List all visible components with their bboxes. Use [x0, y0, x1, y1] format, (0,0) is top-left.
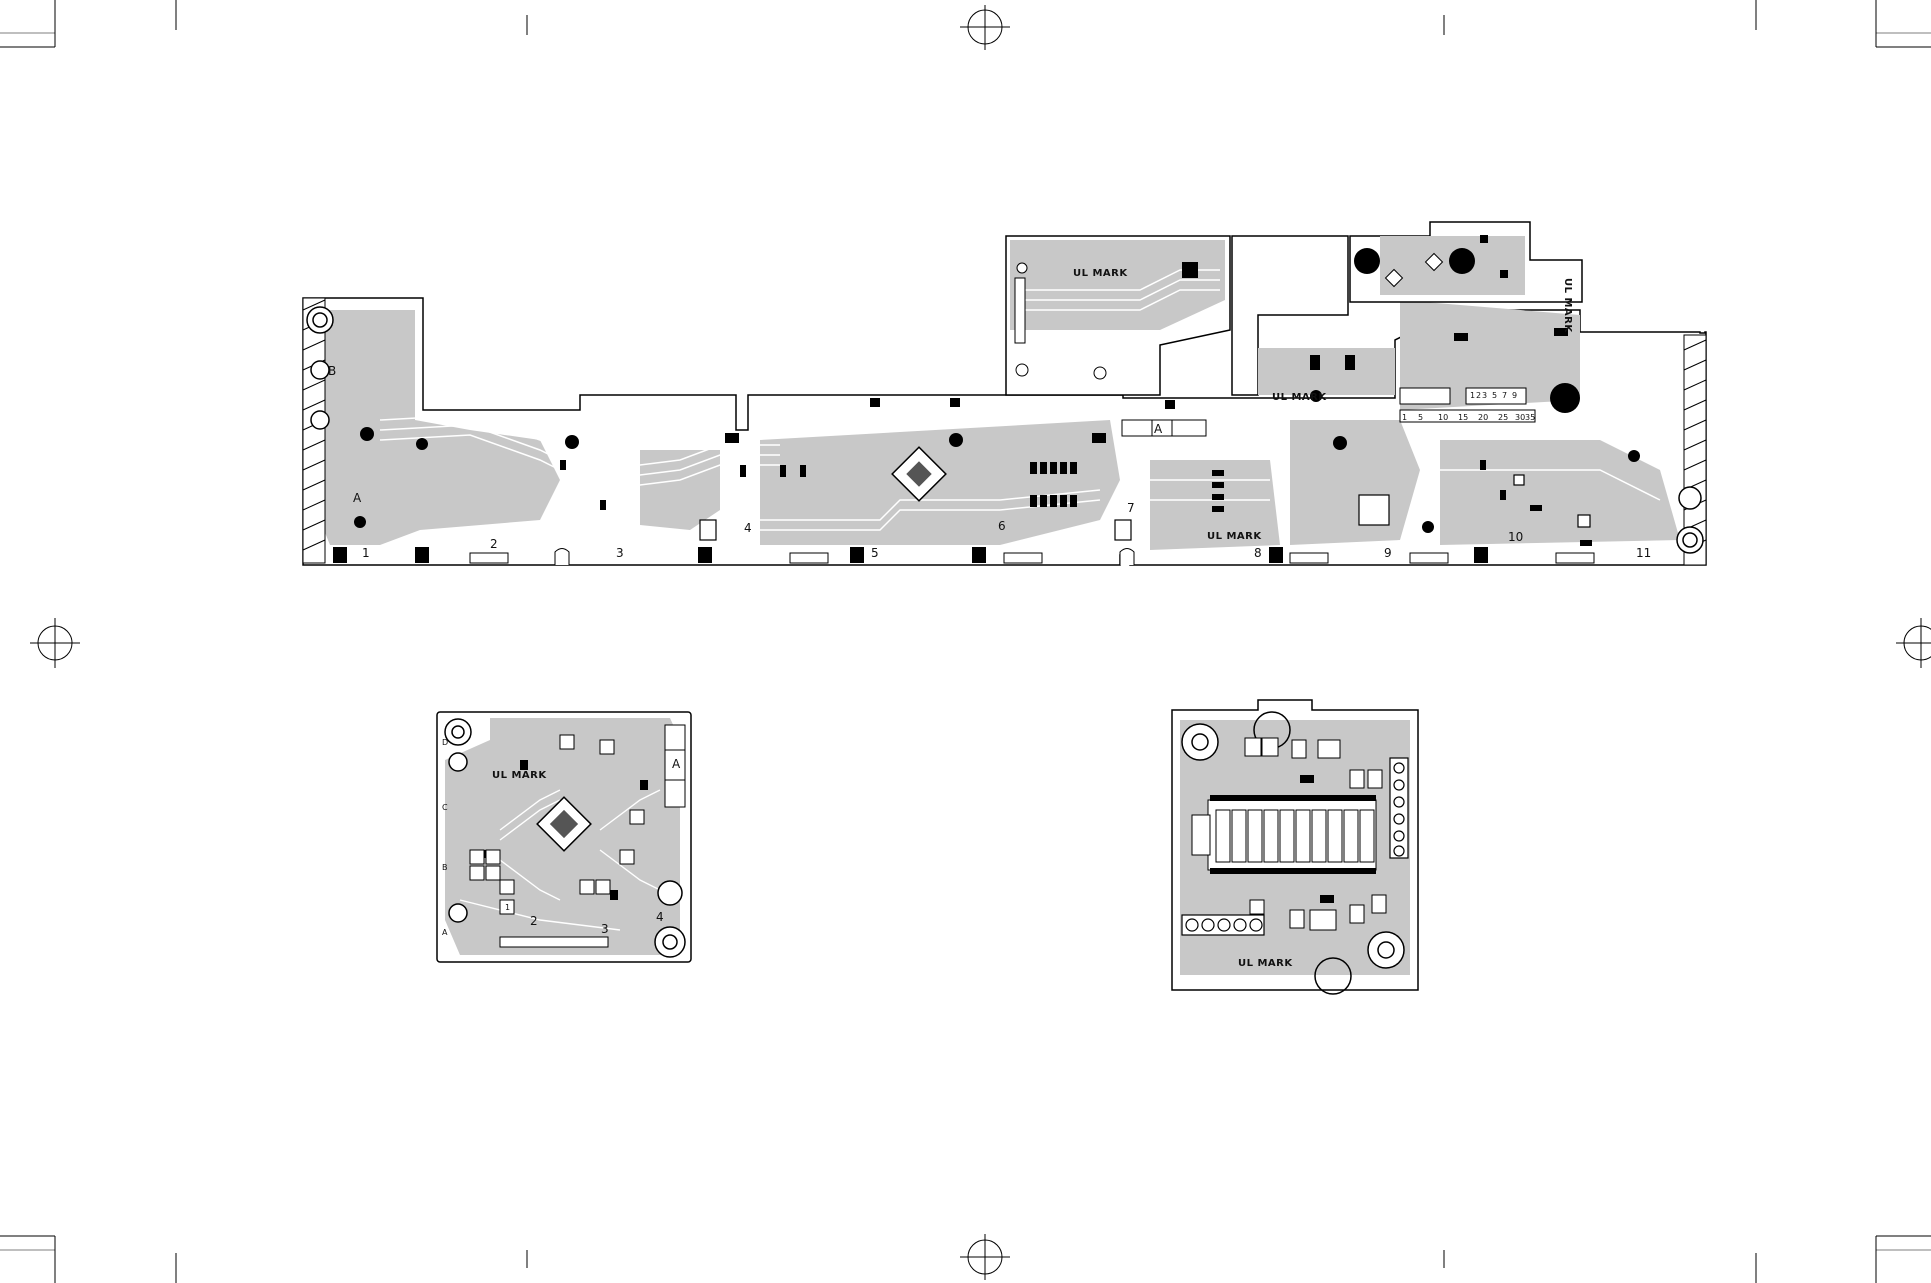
zone-label-11: 11 — [1636, 546, 1651, 560]
zone-label-1: 1 — [362, 546, 370, 560]
zone-label-7: 7 — [1127, 501, 1135, 515]
pin-number: 1 — [1470, 391, 1475, 400]
ul-mark: UL MARK — [492, 770, 547, 781]
bottom-number-3: 3 — [601, 922, 609, 936]
bottom-number-2: 2 — [530, 914, 538, 928]
ul-mark: UL MARK — [1272, 392, 1327, 403]
main-board: 1 2 3 4 5 6 7 8 9 10 11 A B UL MARK A 1 … — [302, 297, 1707, 566]
top-left-sub-board: UL MARK — [1005, 235, 1231, 396]
pin-number: 3 — [1482, 391, 1487, 400]
solder-pad — [333, 398, 1640, 563]
zone-label-5: 5 — [871, 546, 879, 560]
ul-mark: UL MARK — [1073, 268, 1128, 279]
socket-label: A — [1154, 422, 1163, 436]
connector-label-b: B — [328, 364, 336, 378]
pin-number: 5 — [1418, 413, 1423, 422]
zone-label-10: 10 — [1508, 530, 1523, 544]
zone-label-2: 2 — [490, 537, 498, 551]
pin-number: 30 — [1515, 413, 1525, 422]
bottom-number-4: 4 — [656, 910, 664, 924]
top-mid-sub-board: UL MARK — [1231, 235, 1395, 403]
socket-label: A — [672, 757, 681, 771]
pin-number: 25 — [1498, 413, 1508, 422]
ic-chip — [891, 446, 947, 502]
side-label-a: A — [442, 928, 448, 937]
zone-label-8: 8 — [1254, 546, 1262, 560]
ul-mark: UL MARK — [1238, 958, 1293, 969]
mounting-hole — [306, 306, 1704, 554]
pin-number: 5 — [1492, 391, 1497, 400]
pin-number: 7 — [1502, 391, 1507, 400]
edge-connector — [469, 552, 1595, 564]
zone-label-4: 4 — [744, 521, 752, 535]
zone-label-6: 6 — [998, 519, 1006, 533]
smd-component — [560, 460, 1592, 546]
pin-number: 15 — [1458, 413, 1468, 422]
pin-number: 1 — [1402, 413, 1407, 422]
pin-number: 20 — [1478, 413, 1488, 422]
ul-mark: UL MARK — [1207, 531, 1262, 542]
pin-header — [1121, 387, 1536, 437]
side-label-c: C — [442, 803, 448, 812]
connector-label-a: A — [353, 491, 362, 505]
zone-label-3: 3 — [616, 546, 624, 560]
zone-label-9: 9 — [1384, 546, 1392, 560]
top-right-sub-board: UL MARK — [1349, 221, 1583, 413]
bottom-number-1: 1 — [505, 903, 510, 912]
pin-number: 2 — [1476, 391, 1481, 400]
side-label-b: B — [442, 863, 448, 872]
side-label-d: D — [442, 738, 448, 747]
crosshair-circle-icon — [30, 5, 1931, 1280]
pin-number: 10 — [1438, 413, 1448, 422]
pin-number: 35 — [1525, 413, 1535, 422]
bottom-left-board: UL MARK A D C B A 1 2 3 4 — [436, 711, 692, 963]
ul-mark: UL MARK — [1562, 278, 1573, 333]
bottom-right-board: UL MARK — [1171, 699, 1419, 995]
pin-number: 9 — [1512, 391, 1517, 400]
